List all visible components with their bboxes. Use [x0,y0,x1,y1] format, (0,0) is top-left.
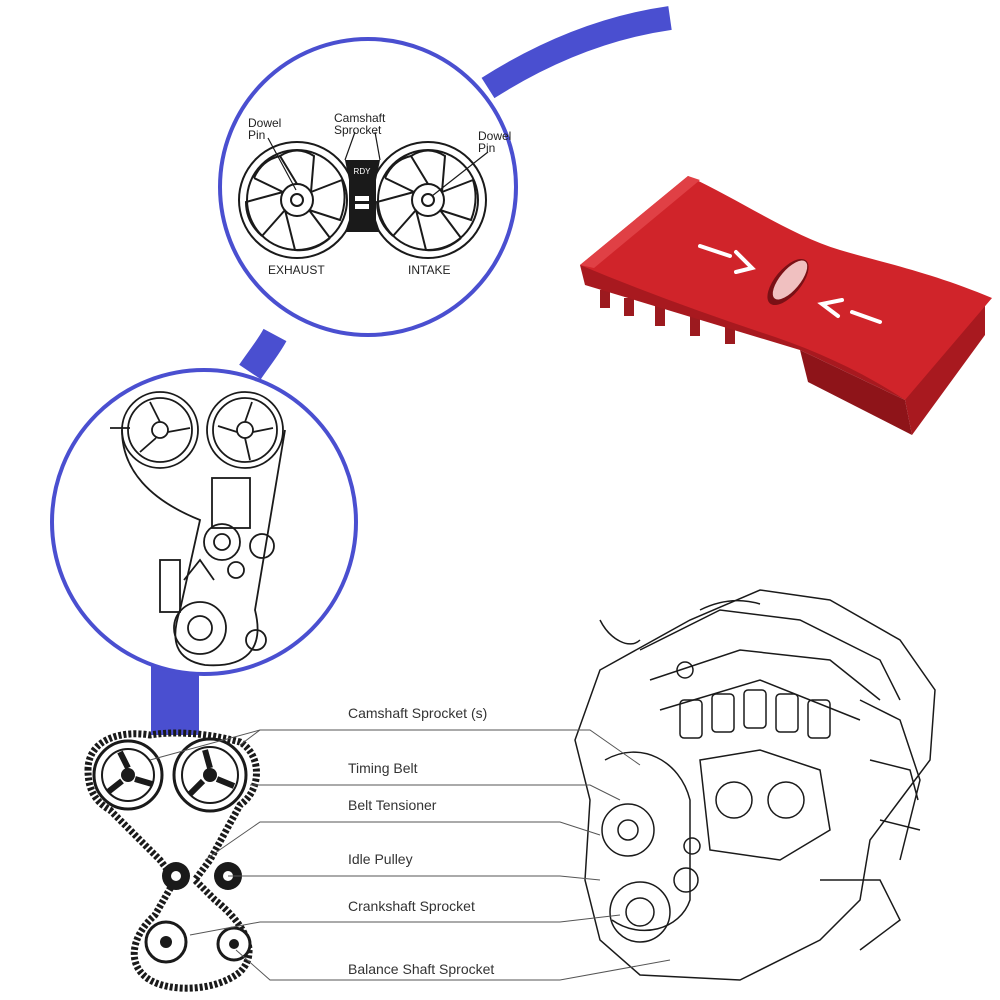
exhaust-sprocket-icon [238,141,356,259]
callout-leaders [149,729,671,981]
alignment-tool-inset-icon: RDY [345,160,380,232]
callout-balance-shaft-sprocket: Balance Shaft Sprocket [348,961,494,977]
intake-label: INTAKE [408,263,450,277]
callout-labels: Camshaft Sprocket (s) Timing Belt Belt T… [348,705,494,977]
callout-camshaft-sprocket: Camshaft Sprocket (s) [348,705,487,721]
engine-line-drawing-icon [574,589,936,981]
tool-mark-text: RDY [354,167,372,176]
callout-idle-pulley: Idle Pulley [348,851,413,867]
callout-belt-tensioner: Belt Tensioner [348,797,437,813]
callout-crankshaft-sprocket: Crankshaft Sprocket [348,898,475,914]
timing-belt-schematic-icon [84,729,260,992]
belt-layout-circle [50,368,358,676]
exhaust-label: EXHAUST [268,263,325,277]
camshaft-alignment-tool-icon [580,176,992,435]
callout-timing-belt: Timing Belt [348,760,418,776]
